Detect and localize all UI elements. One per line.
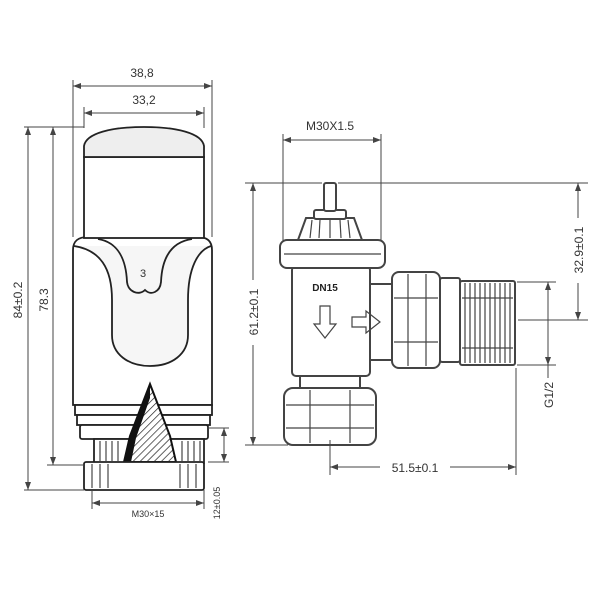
dim-width-outer: 38,8 xyxy=(130,66,154,80)
dim-width-inner: 33,2 xyxy=(132,93,156,107)
valve-cap-knurl xyxy=(309,219,351,239)
valve-spindle xyxy=(323,182,337,212)
valve-body: DN15 xyxy=(279,182,516,446)
head-bottom-nut xyxy=(83,461,205,491)
head-cross-section-dark xyxy=(124,384,150,462)
dim-valve-thread: M30X1.5 xyxy=(306,119,354,133)
head-top-cap xyxy=(83,126,205,158)
head-thread-lines xyxy=(99,441,201,461)
valve-outlet-thread-lines xyxy=(462,283,513,363)
flow-right-arrow-icon xyxy=(351,309,381,335)
dim-valve-height: 61.2±0.1 xyxy=(247,288,261,335)
dim-connection: G1/2 xyxy=(542,382,556,408)
dim-outlet-offset: 32.9±0.1 xyxy=(572,226,586,273)
valve-outlet-nut-faces xyxy=(394,274,438,366)
valve-outlet-nut xyxy=(391,271,441,369)
dim-height-total: 84±0.2 xyxy=(11,281,25,318)
thermostatic-head: 3 xyxy=(72,126,213,491)
valve-dimensions: M30X1.5 61.2±0.1 32.9±0.1 G1/2 51.5±0.1 xyxy=(245,119,588,475)
head-upper-body xyxy=(83,156,205,239)
dim-valve-length: 51.5±0.1 xyxy=(392,461,439,475)
head-dimensions: 38,8 33,2 84±0.2 78.3 M30×15 12±0.05 xyxy=(11,66,229,519)
dim-height-body: 78.3 xyxy=(37,288,51,312)
setting-number: 3 xyxy=(140,268,146,280)
valve-bottom-nut-faces xyxy=(286,390,374,443)
head-nut-ribs xyxy=(91,464,197,488)
head-setting-notch xyxy=(97,238,193,294)
valve-union xyxy=(439,277,461,363)
valve-body-mark: DN15 xyxy=(312,283,338,294)
valve-bottom-nut xyxy=(283,387,377,446)
dim-head-thread: M30×15 xyxy=(132,509,165,519)
head-setting-window xyxy=(73,245,212,367)
valve-outlet-thread xyxy=(459,280,516,366)
dim-thread-length: 12±0.05 xyxy=(212,487,222,519)
flow-down-arrow-icon xyxy=(312,305,338,339)
